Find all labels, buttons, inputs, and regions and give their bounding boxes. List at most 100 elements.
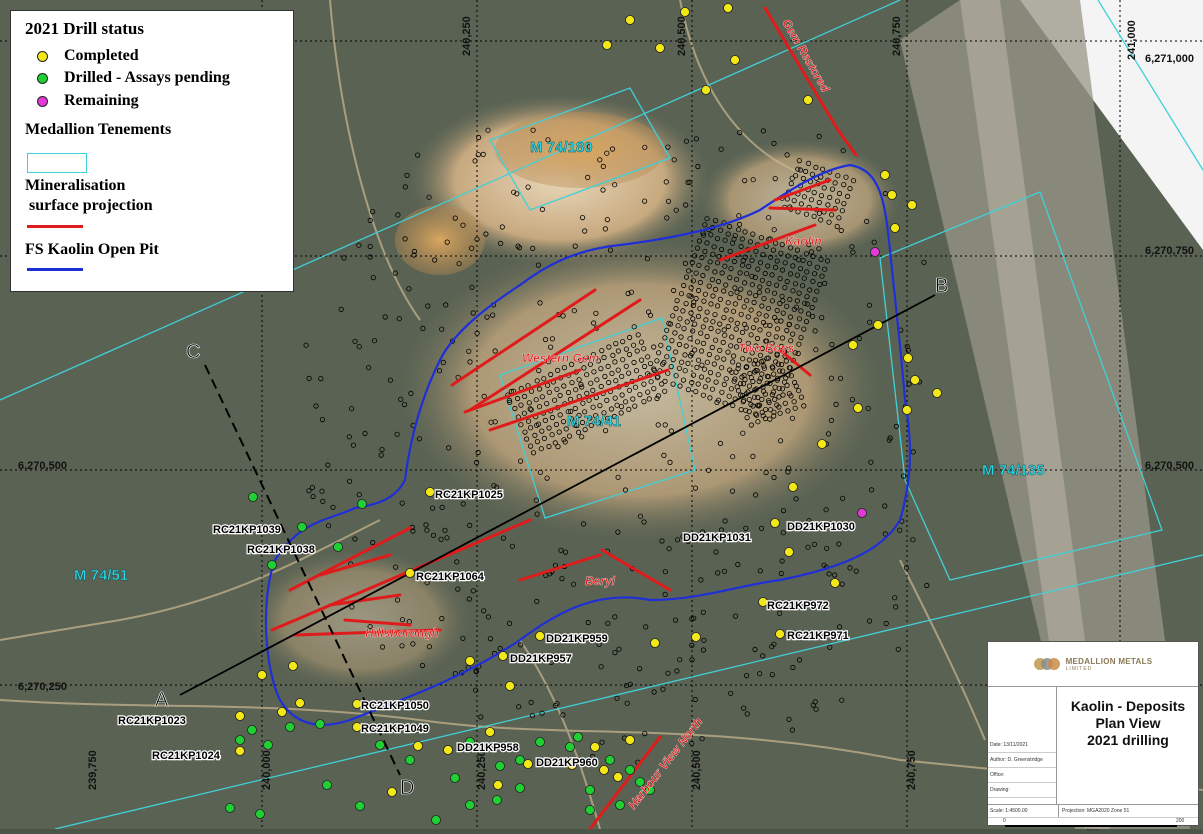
drill-hole-marker bbox=[568, 361, 575, 367]
drill-hole-marker bbox=[693, 388, 699, 395]
drill-hole-marker bbox=[445, 445, 452, 451]
drill-hole-marker bbox=[760, 252, 766, 258]
drill-hole-marker bbox=[762, 415, 769, 422]
drill-hole-marker bbox=[760, 128, 767, 134]
grid-labels: 239,750 240,000 240,250 240,500 240,750 … bbox=[18, 16, 1194, 790]
historic-drill-holes bbox=[303, 127, 930, 765]
drill-hole-marker bbox=[721, 288, 727, 294]
drill-hole-marker bbox=[523, 436, 530, 442]
drilled-hole bbox=[585, 785, 595, 795]
drill-hole-marker bbox=[811, 541, 818, 547]
drill-hole-marker bbox=[833, 401, 839, 407]
drilled-hole bbox=[573, 732, 583, 742]
drill-hole-marker bbox=[806, 242, 812, 248]
grid-label-north-6271000: 6,271,000 bbox=[1145, 53, 1194, 65]
drill-hole-marker bbox=[732, 301, 738, 307]
drill-hole-marker bbox=[634, 348, 640, 354]
drill-hole-marker bbox=[773, 334, 779, 340]
drill-hole-marker bbox=[680, 308, 686, 314]
drill-hole-marker bbox=[698, 374, 705, 380]
drill-hole-marker bbox=[818, 193, 825, 199]
drill-hole-marker bbox=[362, 430, 368, 437]
drill-hole-marker bbox=[702, 222, 708, 228]
drill-hole-marker bbox=[765, 305, 772, 311]
drill-hole-marker bbox=[557, 412, 563, 418]
drill-hole-marker bbox=[718, 246, 725, 253]
drill-hole-marker bbox=[666, 546, 672, 552]
drill-hole-marker bbox=[525, 184, 531, 190]
drill-hole-marker bbox=[866, 618, 873, 624]
drilled-hole bbox=[405, 755, 415, 765]
drill-hole-marker bbox=[868, 459, 874, 465]
drill-hole-marker bbox=[749, 282, 756, 288]
drill-hole-marker bbox=[605, 363, 611, 369]
drill-hole-marker bbox=[467, 359, 473, 365]
drill-hole-marker bbox=[696, 238, 703, 244]
drill-hole-marker bbox=[796, 657, 803, 663]
map-title-line-3: 2021 drilling bbox=[1087, 732, 1169, 748]
drill-hole-marker bbox=[688, 285, 694, 291]
drill-hole-marker bbox=[470, 588, 476, 594]
drill-hole-marker bbox=[759, 303, 765, 309]
drill-hole-marker bbox=[604, 150, 610, 156]
drill-hole-marker bbox=[611, 413, 618, 420]
drill-hole-marker bbox=[452, 215, 458, 221]
hole-label: RC21KP1050 bbox=[361, 700, 429, 712]
drill-hole-marker bbox=[444, 239, 450, 245]
drilled-hole bbox=[357, 499, 367, 509]
drill-hole-marker bbox=[580, 400, 586, 406]
drill-hole-marker bbox=[605, 620, 611, 626]
drill-hole-marker bbox=[710, 293, 716, 299]
drill-hole-marker bbox=[751, 299, 757, 306]
drill-hole-marker bbox=[776, 385, 782, 391]
drill-hole-marker bbox=[789, 175, 795, 181]
drill-hole-marker bbox=[794, 298, 800, 304]
drill-hole-marker bbox=[849, 244, 855, 250]
drill-hole-marker bbox=[763, 469, 769, 476]
drill-hole-marker bbox=[803, 211, 810, 217]
drill-hole-marker bbox=[442, 527, 448, 533]
drill-hole-marker bbox=[478, 714, 484, 720]
drill-hole-marker bbox=[668, 363, 674, 370]
drilled-hole bbox=[322, 780, 332, 790]
drill-hole-marker bbox=[677, 383, 683, 389]
drill-hole-marker bbox=[924, 582, 930, 589]
drill-hole-marker bbox=[764, 338, 770, 344]
drill-hole-marker bbox=[537, 469, 544, 475]
drill-hole-marker bbox=[811, 271, 818, 277]
drill-hole-marker bbox=[426, 644, 432, 650]
pit-swatch-icon bbox=[27, 268, 83, 271]
drilled-hole bbox=[515, 755, 525, 765]
drill-hole-marker bbox=[733, 344, 740, 350]
drill-hole-marker bbox=[614, 402, 620, 408]
drill-hole-marker bbox=[709, 344, 715, 351]
drill-hole-marker bbox=[637, 513, 644, 519]
drill-hole-marker bbox=[534, 438, 541, 445]
drill-hole-marker bbox=[468, 245, 475, 251]
drill-hole-marker bbox=[811, 213, 817, 219]
drill-hole-marker bbox=[789, 415, 796, 421]
drill-hole-marker bbox=[586, 144, 593, 150]
drill-hole-marker bbox=[303, 342, 309, 348]
drill-hole-marker bbox=[370, 209, 376, 215]
drill-hole-marker bbox=[494, 484, 500, 490]
drill-hole-marker bbox=[777, 300, 783, 307]
drill-hole-marker bbox=[473, 668, 479, 674]
airstrip-centre bbox=[960, 0, 1110, 829]
drill-hole-marker bbox=[698, 577, 704, 583]
drill-hole-marker bbox=[694, 364, 700, 370]
drill-hole-marker bbox=[654, 395, 660, 402]
completed-hole bbox=[903, 353, 913, 363]
drill-hole-marker bbox=[837, 375, 844, 381]
drill-hole-marker bbox=[730, 402, 736, 409]
drill-hole-marker bbox=[719, 270, 725, 276]
drill-hole-marker bbox=[597, 402, 603, 409]
drill-hole-marker bbox=[796, 316, 803, 322]
drill-hole-marker bbox=[430, 532, 437, 538]
drill-hole-marker bbox=[395, 212, 401, 218]
drill-hole-marker bbox=[593, 412, 599, 419]
drill-hole-marker bbox=[812, 297, 818, 303]
drill-hole-marker bbox=[318, 375, 324, 382]
drill-hole-marker bbox=[818, 217, 824, 223]
drill-hole-marker bbox=[615, 529, 621, 535]
